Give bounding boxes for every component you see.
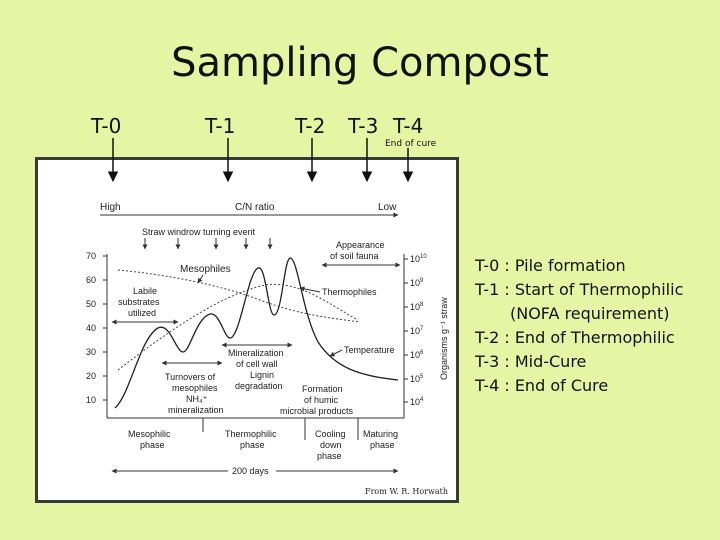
phase-dividers (202, 418, 359, 440)
right-tick: 105 (410, 374, 424, 384)
temperature-curve (114, 257, 399, 409)
right-tick: 108 (410, 302, 424, 312)
cn-high-label: High (100, 202, 121, 213)
right-axis-label: Organisms g⁻¹ straw (439, 297, 449, 380)
turning-event-arrows (142, 238, 273, 250)
left-tick: 40 (86, 323, 96, 333)
duration-label: 200 days (232, 466, 269, 476)
timepoint-t0: T-0 (91, 114, 122, 138)
legend-t3: T-3 : Mid-Cure (475, 352, 587, 371)
figure-credit: From W. R. Horwath (365, 487, 448, 496)
left-tick: 50 (86, 299, 96, 309)
mesophiles-curve (117, 269, 361, 323)
thermophiles-label: Thermophiles (322, 287, 377, 297)
cn-low-label: Low (378, 202, 397, 213)
left-tick: 60 (86, 275, 96, 285)
timepoint-t3: T-3 (348, 114, 379, 138)
cn-ratio-label: C/N ratio (235, 202, 275, 213)
right-tick: 1010 (410, 254, 427, 264)
legend-t1: T-1 : Start of Thermophilic (475, 280, 684, 299)
left-tick-labels: 70 60 50 40 30 20 10 (86, 251, 96, 405)
appearance-label: Appearance of soil fauna (330, 240, 387, 261)
phase-mesophilic: Mesophilic phase (128, 429, 173, 450)
right-tick: 109 (410, 278, 424, 288)
legend-t4: T-4 : End of Cure (475, 376, 609, 395)
temperature-label: Temperature (344, 345, 395, 355)
turnover-label: Turnovers of mesophiles NH₄⁺ mineralizat… (165, 372, 224, 415)
left-tick: 30 (86, 347, 96, 357)
legend-t1-note: (NOFA requirement) (510, 304, 670, 323)
timepoint-legend: T-0 : Pile formation T-1 : Start of Ther… (475, 254, 683, 398)
timepoint-t2: T-2 (295, 114, 326, 138)
end-of-cure-note: End of cure (385, 139, 437, 149)
left-tick: 10 (86, 395, 96, 405)
timepoint-arrows (107, 138, 414, 183)
labile-label: Labile substrates utilized (118, 286, 162, 318)
turning-event-label: Straw windrow turning event (142, 227, 256, 237)
timepoint-t4: T-4 (393, 114, 424, 138)
right-tick-labels: 1010 109 108 107 106 105 104 (410, 254, 427, 407)
right-tick: 104 (410, 397, 424, 407)
left-tick: 20 (86, 371, 96, 381)
mineralization-label: Mineralization of cell wall Lignin degra… (228, 348, 286, 391)
timepoint-t1: T-1 (205, 114, 236, 138)
phase-cooling: Cooling down phase (315, 429, 348, 461)
phase-maturing: Maturing phase (363, 429, 401, 450)
thermophiles-curve (117, 283, 359, 371)
legend-t0: T-0 : Pile formation (475, 256, 626, 275)
mesophiles-label: Mesophiles (180, 264, 231, 275)
humic-label: Formation of humic microbial products (280, 384, 354, 416)
left-tick: 70 (86, 251, 96, 261)
right-tick: 106 (410, 350, 424, 360)
slide-title: Sampling Compost (171, 40, 549, 86)
phase-thermophilic: Thermophilic phase (225, 429, 279, 450)
legend-t2: T-2 : End of Thermophilic (475, 328, 675, 347)
right-tick: 107 (410, 326, 424, 336)
